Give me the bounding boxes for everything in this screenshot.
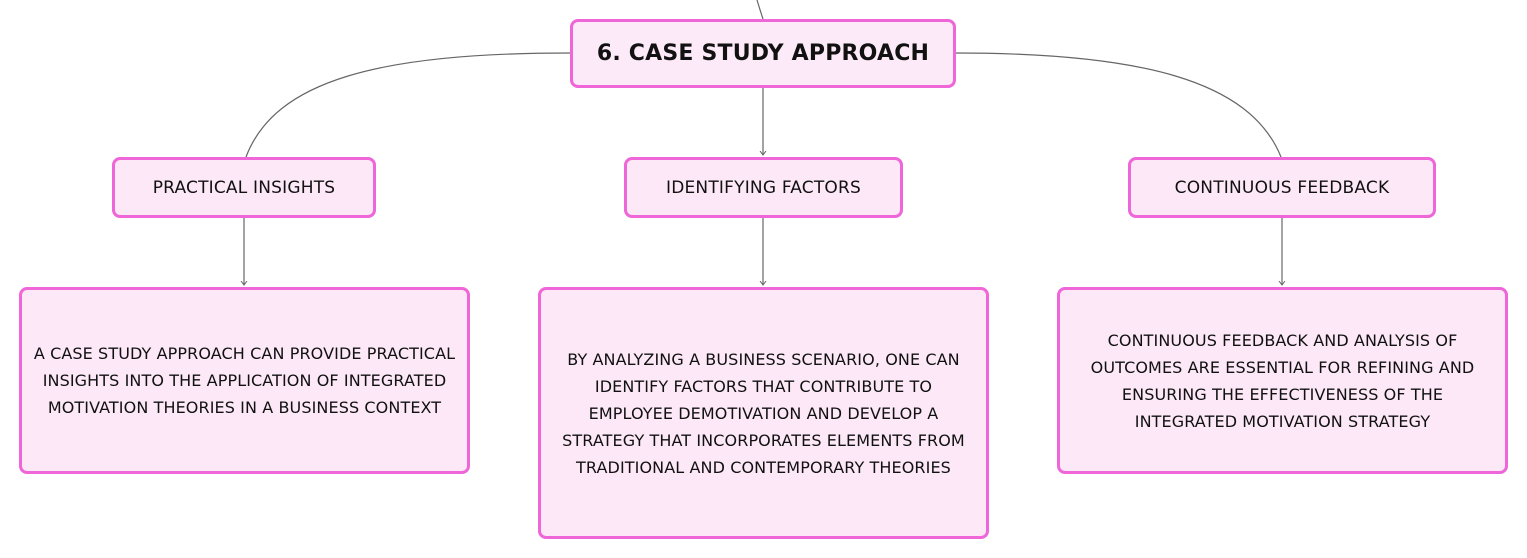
branch-label-continuous-feedback: CONTINUOUS FEEDBACK (1174, 177, 1390, 198)
detail-text-practical-insights: A CASE STUDY APPROACH CAN PROVIDE PRACTI… (33, 344, 456, 417)
root-topic-node[interactable]: 6. CASE STUDY APPROACH (570, 19, 956, 88)
branch-label-identifying-factors: IDENTIFYING FACTORS (665, 177, 862, 198)
detail-node-continuous-feedback[interactable]: CONTINUOUS FEEDBACK AND ANALYSIS OF OUTC… (1057, 287, 1508, 474)
branch-node-practical-insights[interactable]: PRACTICAL INSIGHTS (112, 157, 376, 218)
branch-label-practical-insights: PRACTICAL INSIGHTS (152, 177, 336, 198)
root-topic-label: 6. CASE STUDY APPROACH (596, 41, 930, 66)
detail-text-identifying-factors: BY ANALYZING A BUSINESS SCENARIO, ONE CA… (562, 349, 965, 477)
detail-node-practical-insights[interactable]: A CASE STUDY APPROACH CAN PROVIDE PRACTI… (19, 287, 470, 474)
branch-node-identifying-factors[interactable]: IDENTIFYING FACTORS (624, 157, 903, 218)
detail-node-identifying-factors[interactable]: BY ANALYZING A BUSINESS SCENARIO, ONE CA… (538, 287, 989, 539)
branch-node-continuous-feedback[interactable]: CONTINUOUS FEEDBACK (1128, 157, 1436, 218)
connector-root-to-continuous-feedback (955, 52, 1282, 158)
connector-root-to-practical-insights (245, 52, 571, 158)
detail-text-continuous-feedback: CONTINUOUS FEEDBACK AND ANALYSIS OF OUTC… (1090, 330, 1475, 431)
parent-connector (756, 0, 764, 20)
